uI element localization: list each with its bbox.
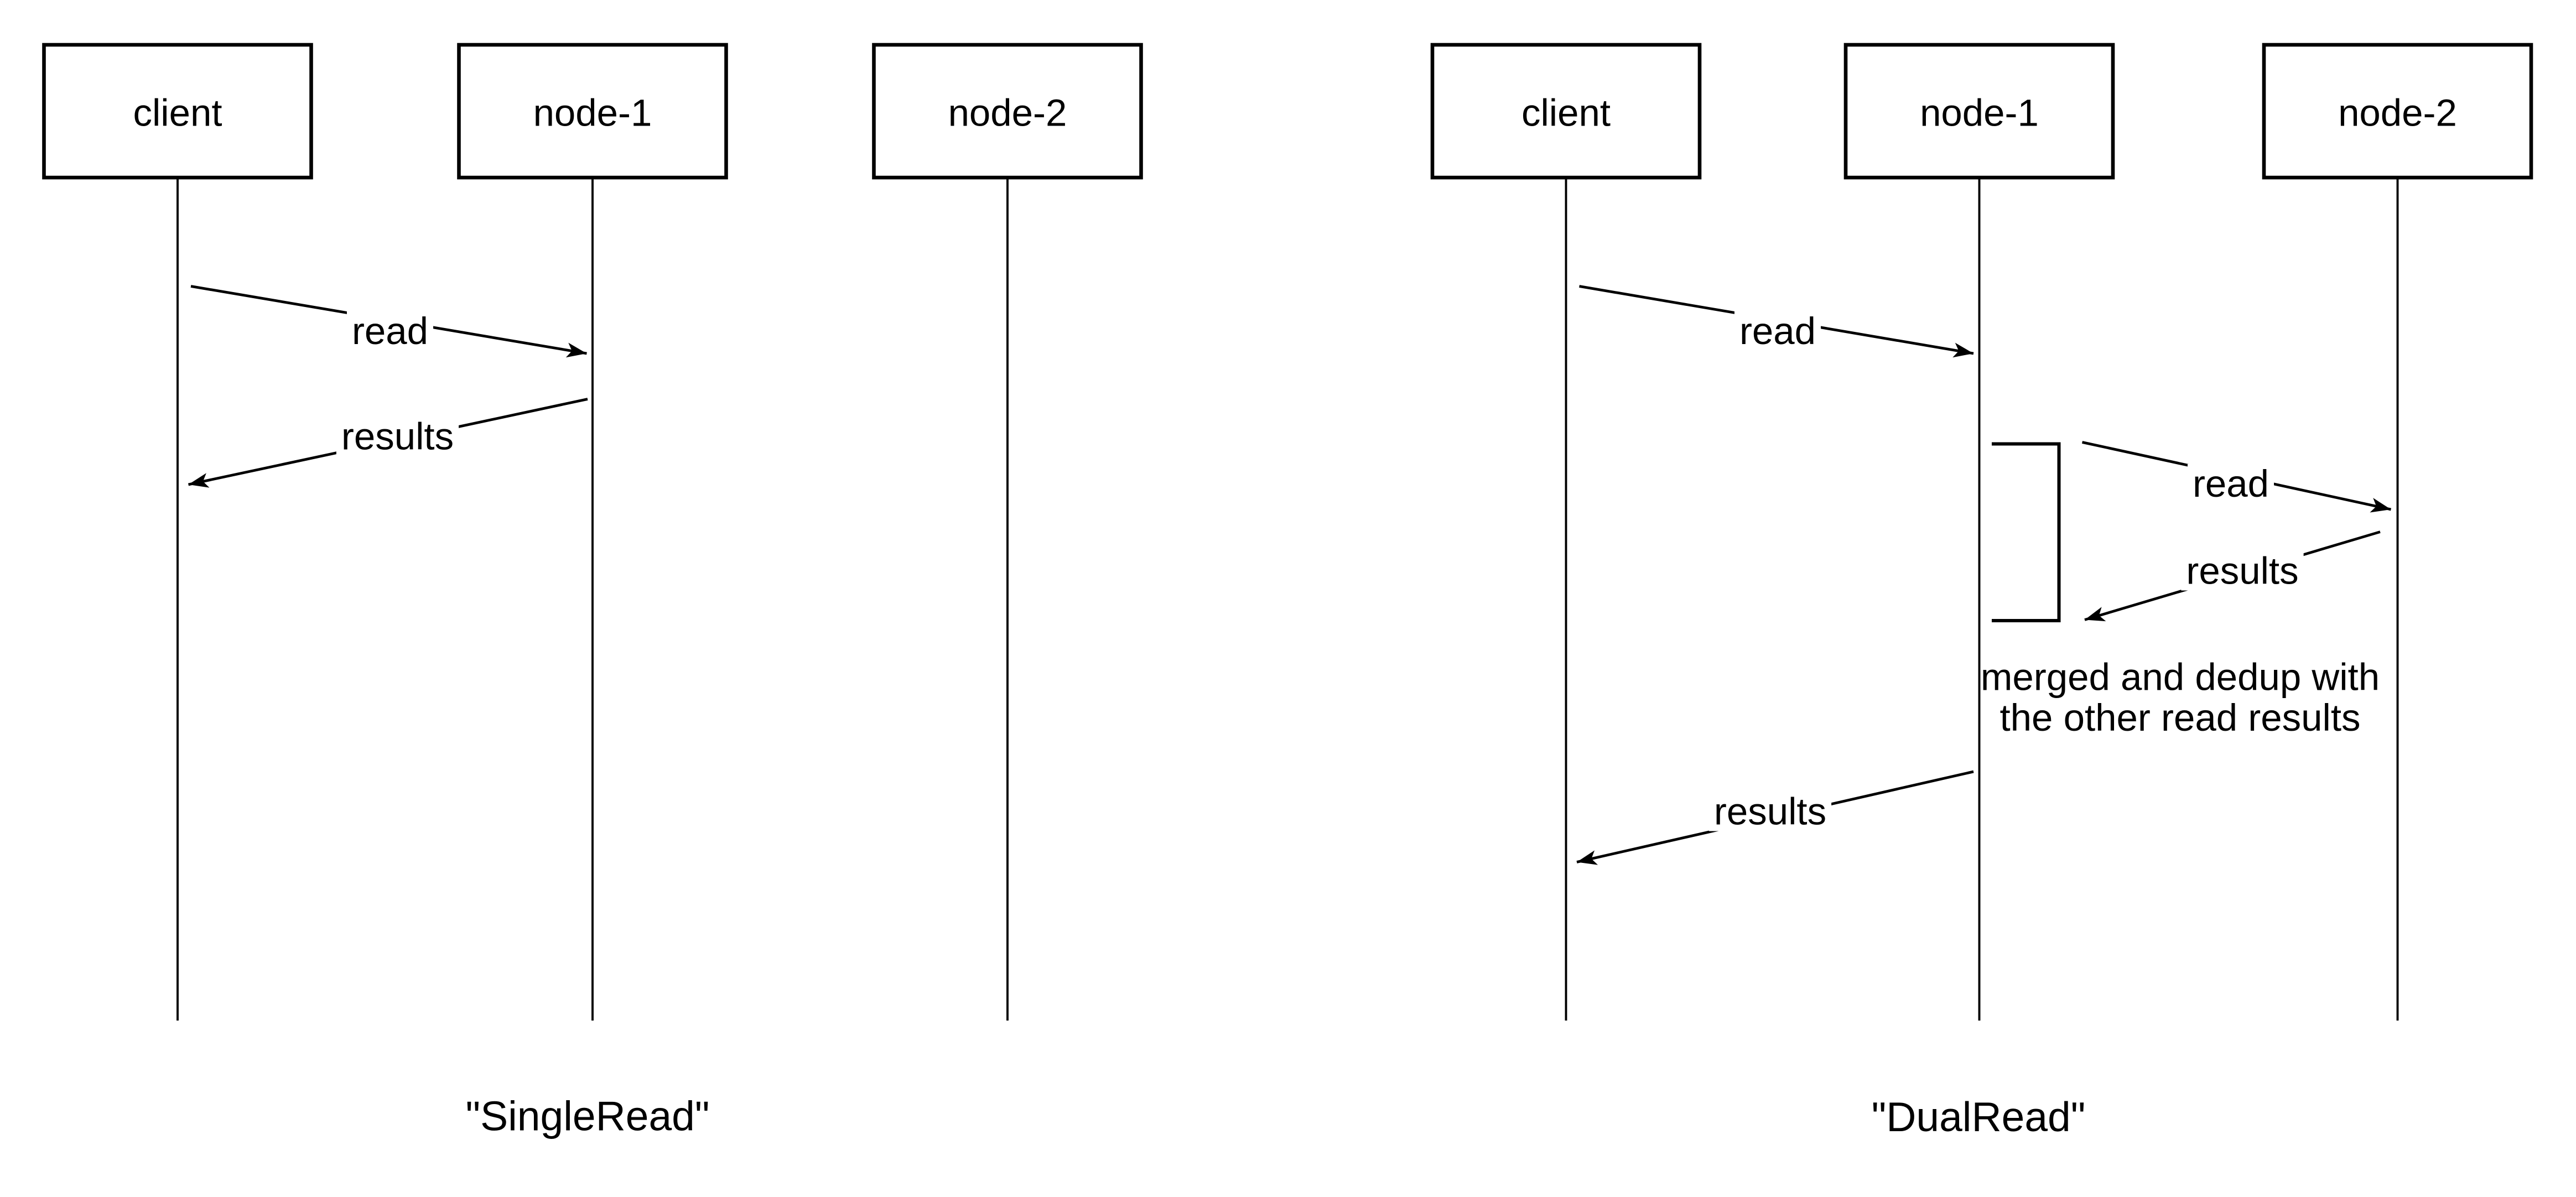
message-label-bg-read [346, 311, 434, 351]
actor-box-node-1 [1843, 43, 2115, 180]
message-label-results-1: results [2186, 550, 2298, 592]
activation-bracket [1992, 442, 2061, 623]
diagram-single-read: client node-1 node-2 read results "SingleRead… [42, 43, 1143, 1139]
actor-label-node-1: node-1 [533, 92, 652, 134]
actor-box-node-2 [872, 43, 1143, 180]
actor-label-client: client [133, 92, 222, 134]
actor-label-node-2: node-2 [2338, 92, 2457, 134]
message-label-results: results [341, 415, 454, 458]
message-label-results-2: results [1714, 790, 1826, 833]
message-label-bg-read-2 [2187, 464, 2274, 504]
message-label-read-1: read [1739, 310, 1816, 352]
diagram-dual-read: client node-1 node-2 read read results results… [1430, 43, 2533, 1140]
message-label-bg-results [336, 417, 459, 456]
actor-box-client [1430, 43, 1702, 180]
note-line-1: merged and dedup with [1981, 656, 2380, 699]
actor-box-node-2 [2262, 43, 2533, 180]
diagram-caption-dual-read: "DualRead" [1872, 1094, 2086, 1140]
message-label-bg-results-1 [2181, 551, 2304, 591]
message-label-read-2: read [2193, 462, 2269, 505]
actor-label-client: client [1521, 92, 1611, 134]
message-label-read: read [352, 310, 428, 352]
actor-box-node-1 [457, 43, 728, 180]
message-label-bg-results-2 [1708, 792, 1832, 831]
actor-label-node-2: node-2 [948, 92, 1067, 134]
actor-label-node-1: node-1 [1920, 92, 2039, 134]
diagram-caption-single-read: "SingleRead" [465, 1093, 709, 1139]
note-line-2: the other read results [1999, 696, 2360, 739]
actor-box-client [42, 43, 313, 180]
message-label-bg-read-1 [1734, 311, 1821, 351]
